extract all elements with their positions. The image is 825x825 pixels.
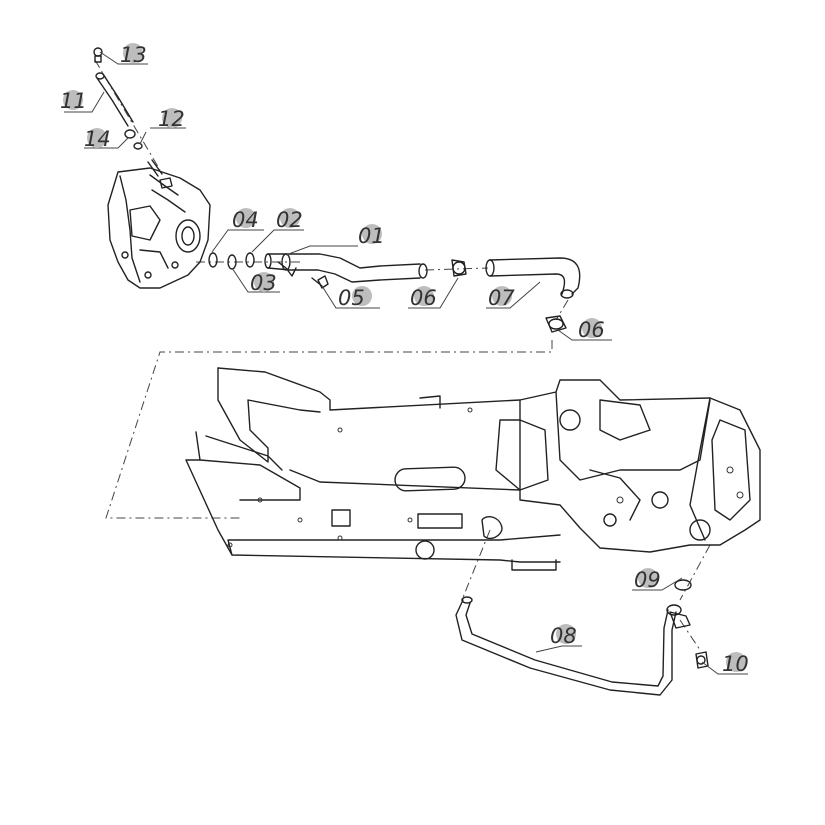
top-small-parts [93,47,163,177]
callout-06-upper: 06 [410,286,437,310]
gearbox-housing [495,379,761,553]
assembly-guide-lines [94,59,711,651]
hose-07-assembly [451,257,581,333]
leader-lines [64,51,748,675]
callout-bubbles [63,43,746,672]
callout-10: 10 [722,652,749,676]
callout-09: 09 [634,568,661,592]
upper-housing [107,167,211,289]
callout-04: 04 [232,208,259,232]
callout-06-lower: 06 [578,318,605,342]
main-frame [185,367,561,571]
callout-11: 11 [60,89,87,113]
callout-01: 01 [358,224,385,248]
callout-13: 13 [120,43,147,67]
callout-labels: 13 11 12 14 04 02 01 03 05 06 07 06 09 0… [60,43,749,676]
pipe-01-assembly [208,252,428,289]
callout-05: 05 [338,286,365,310]
callout-03: 03 [250,271,277,295]
callout-02: 02 [276,208,303,232]
callout-14: 14 [84,127,111,151]
callout-07: 07 [488,286,515,310]
pipe-08-assembly [455,579,709,696]
callout-08: 08 [550,624,577,648]
callout-12: 12 [158,107,185,131]
